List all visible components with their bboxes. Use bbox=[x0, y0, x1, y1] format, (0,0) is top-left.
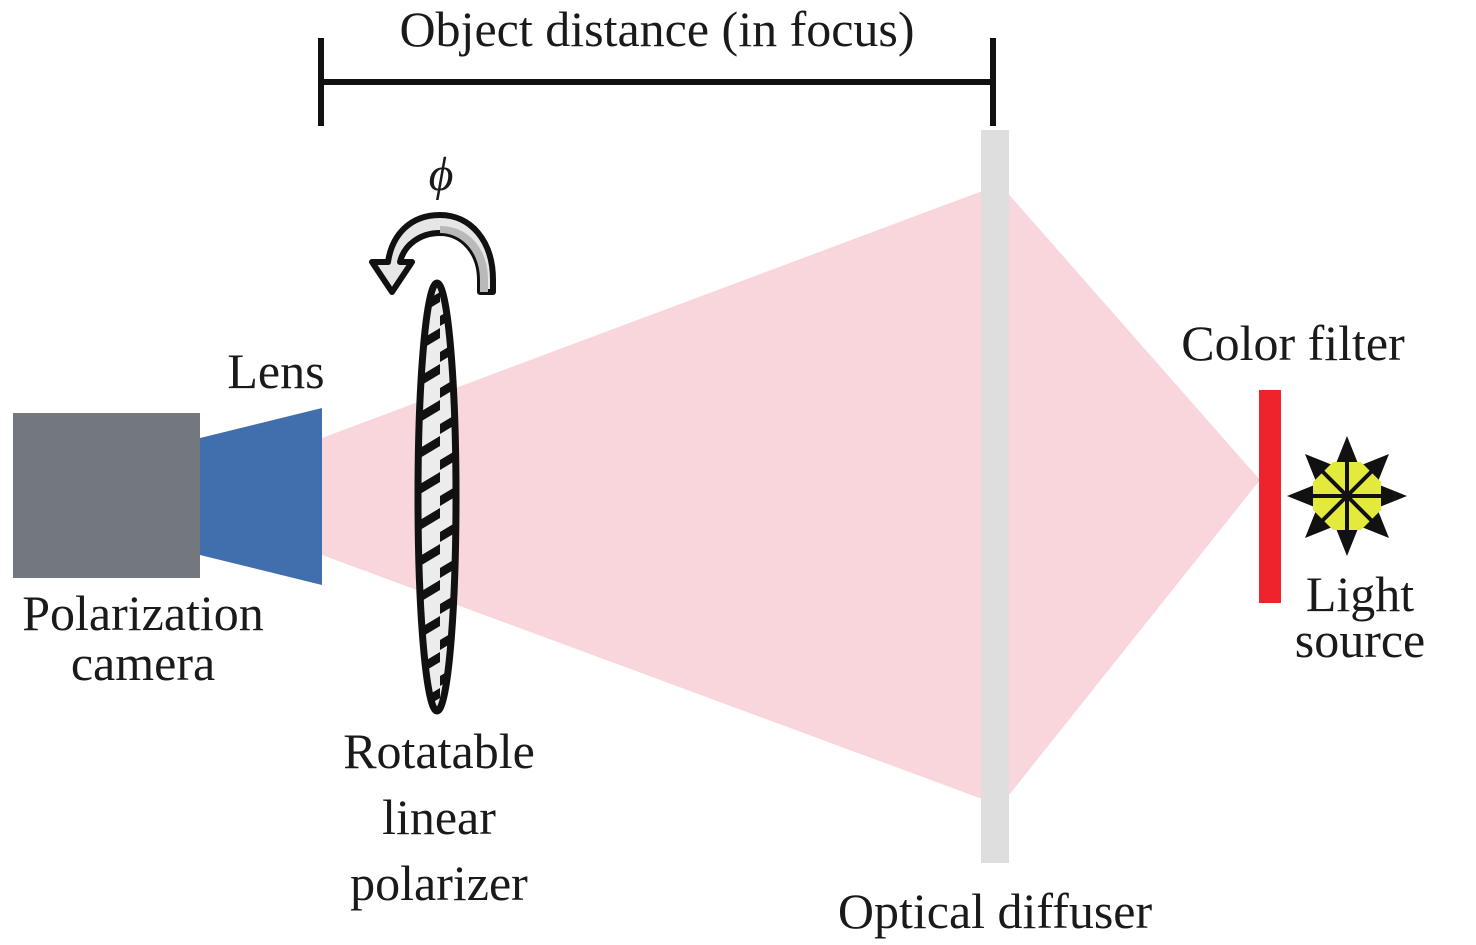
light-source-label-line2: source bbox=[1295, 612, 1426, 668]
color-filter-label: Color filter bbox=[1181, 315, 1405, 371]
polarizer-label-line1: Rotatable bbox=[343, 723, 535, 779]
lens-label: Lens bbox=[227, 343, 324, 399]
rotation-angle-symbol: ϕ bbox=[429, 148, 454, 201]
object-distance-label: Object distance (in focus) bbox=[399, 1, 914, 57]
polarizer-label-line2: linear bbox=[382, 789, 496, 845]
diffuser-label: Optical diffuser bbox=[838, 883, 1153, 939]
color-filter bbox=[1259, 390, 1281, 603]
lens bbox=[200, 408, 322, 585]
light-source-label-line1: Light bbox=[1306, 566, 1414, 622]
polarizer-label-line3: polarizer bbox=[350, 855, 528, 911]
light-beam-right bbox=[1005, 190, 1260, 800]
rotatable-linear-polarizer bbox=[414, 279, 460, 715]
optical-diffuser bbox=[981, 130, 1009, 863]
object-distance-bracket bbox=[318, 38, 996, 126]
rotation-arrow-icon bbox=[369, 212, 496, 295]
light-beam-left bbox=[322, 190, 985, 800]
polarization-camera bbox=[13, 413, 200, 578]
camera-label-line2: camera bbox=[71, 635, 215, 691]
camera-label-line1: Polarization bbox=[22, 585, 264, 641]
light-source-icon bbox=[1287, 436, 1407, 556]
